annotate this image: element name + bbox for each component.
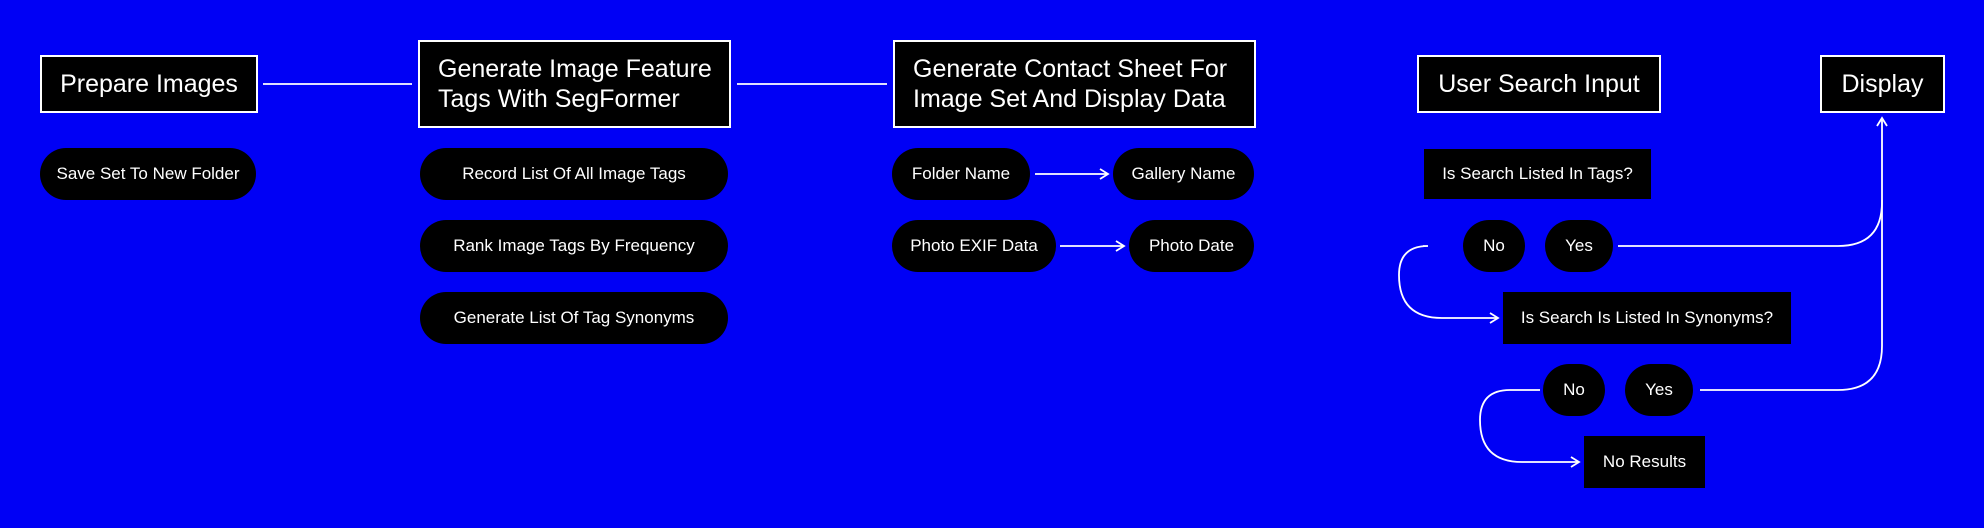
- stage-user-search-input: User Search Input: [1417, 55, 1661, 113]
- step-gallery-name: Gallery Name: [1113, 148, 1254, 200]
- decision-in-synonyms: Is Search Is Listed In Synonyms?: [1503, 292, 1791, 344]
- step-record-tags-label: Record List Of All Image Tags: [462, 164, 686, 183]
- arrow-no2-to-no-results: [1479, 389, 1581, 468]
- step-folder-name: Folder Name: [892, 148, 1030, 200]
- branch-yes-2-label: Yes: [1645, 380, 1673, 399]
- arrow-no1-to-synonyms: [1398, 245, 1500, 324]
- stage-prepare-images: Prepare Images: [40, 55, 258, 113]
- decision-in-tags: Is Search Listed In Tags?: [1424, 149, 1651, 199]
- stage-generate-feature-tags: Generate Image Feature Tags With SegForm…: [418, 40, 731, 128]
- branch-no-1-label: No: [1483, 236, 1505, 255]
- branch-yes-2: Yes: [1625, 364, 1693, 416]
- branch-no-2-label: No: [1563, 380, 1585, 399]
- step-rank-tags: Rank Image Tags By Frequency: [420, 220, 728, 272]
- decision-in-tags-label: Is Search Listed In Tags?: [1442, 164, 1633, 183]
- step-photo-exif: Photo EXIF Data: [892, 220, 1056, 272]
- step-photo-exif-label: Photo EXIF Data: [910, 236, 1038, 255]
- step-photo-date: Photo Date: [1129, 220, 1254, 272]
- branch-yes-1: Yes: [1545, 220, 1613, 272]
- branch-no-1: No: [1463, 220, 1525, 272]
- step-rank-tags-label: Rank Image Tags By Frequency: [453, 236, 695, 255]
- stage-generate-contact-sheet-line1: Generate Contact Sheet For: [913, 55, 1228, 83]
- stage-generate-feature-tags-line2: Tags With SegFormer: [438, 85, 680, 113]
- stage-generate-contact-sheet: Generate Contact Sheet For Image Set And…: [893, 40, 1256, 128]
- step-gallery-name-label: Gallery Name: [1131, 164, 1236, 183]
- stage-generate-contact-sheet-line2: Image Set And Display Data: [913, 85, 1226, 113]
- step-tag-synonyms-label: Generate List Of Tag Synonyms: [453, 308, 695, 327]
- branch-yes-1-label: Yes: [1565, 236, 1593, 255]
- step-tag-synonyms: Generate List Of Tag Synonyms: [420, 292, 728, 344]
- stage-display-label: Display: [1841, 70, 1924, 98]
- step-photo-date-label: Photo Date: [1148, 236, 1235, 255]
- stage-generate-feature-tags-line1: Generate Image Feature: [438, 55, 712, 83]
- step-folder-name-label: Folder Name: [911, 164, 1011, 183]
- stage-display: Display: [1820, 55, 1945, 113]
- step-record-tags: Record List Of All Image Tags: [420, 148, 728, 200]
- decision-in-synonyms-label: Is Search Is Listed In Synonyms?: [1520, 308, 1774, 327]
- result-no-results-label: No Results: [1602, 452, 1687, 471]
- connector-yes2-to-display: [1700, 200, 1883, 391]
- step-save-set-label: Save Set To New Folder: [56, 164, 240, 183]
- stage-user-search-input-label: User Search Input: [1438, 70, 1640, 98]
- stage-prepare-images-label: Prepare Images: [60, 70, 238, 98]
- step-save-set: Save Set To New Folder: [40, 148, 256, 200]
- arrow-yes1-to-display: [1618, 116, 1888, 247]
- branch-no-2: No: [1543, 364, 1605, 416]
- result-no-results: No Results: [1584, 436, 1705, 488]
